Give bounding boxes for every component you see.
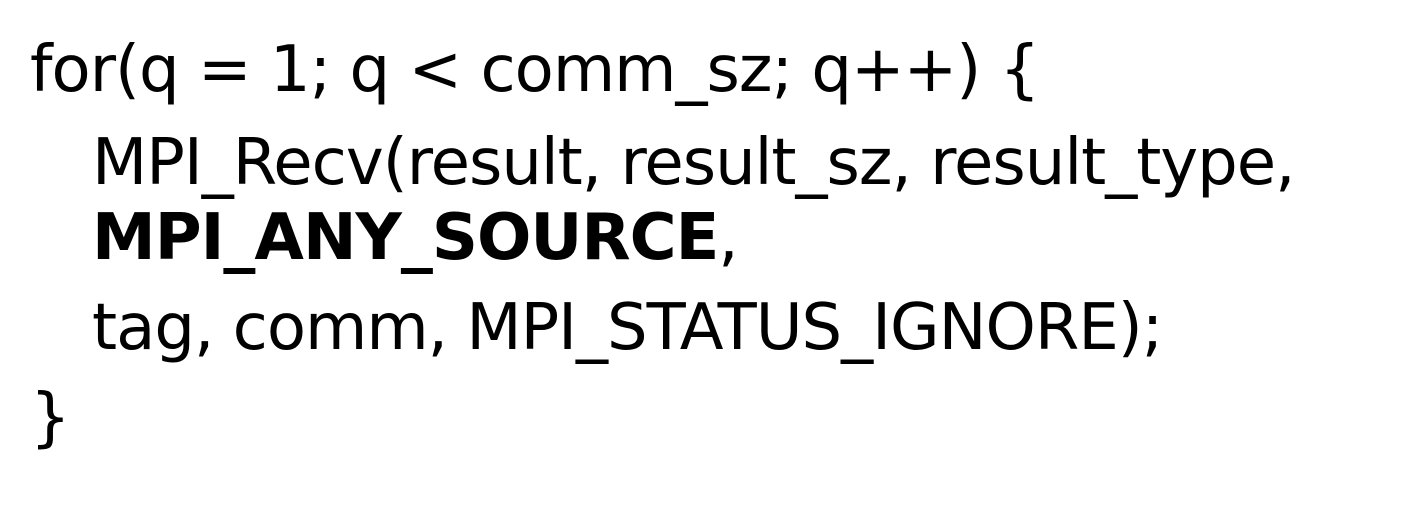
code-line-any-source: MPI_ANY_SOURCE, [92, 206, 739, 270]
code-line-mpi-recv: MPI_Recv(result, result_sz, result_type, [92, 126, 1295, 200]
code-line-status-ignore: tag, comm, MPI_STATUS_IGNORE); [92, 291, 1163, 365]
code-snippet: for(q = 1; q < comm_sz; q++) { MPI_Recv(… [30, 30, 1406, 500]
code-line-for-loop: for(q = 1; q < comm_sz; q++) { [30, 33, 1040, 107]
code-comma: , [718, 201, 738, 275]
mpi-any-source-keyword: MPI_ANY_SOURCE [92, 201, 719, 275]
code-line-closing-brace: } [30, 381, 71, 455]
